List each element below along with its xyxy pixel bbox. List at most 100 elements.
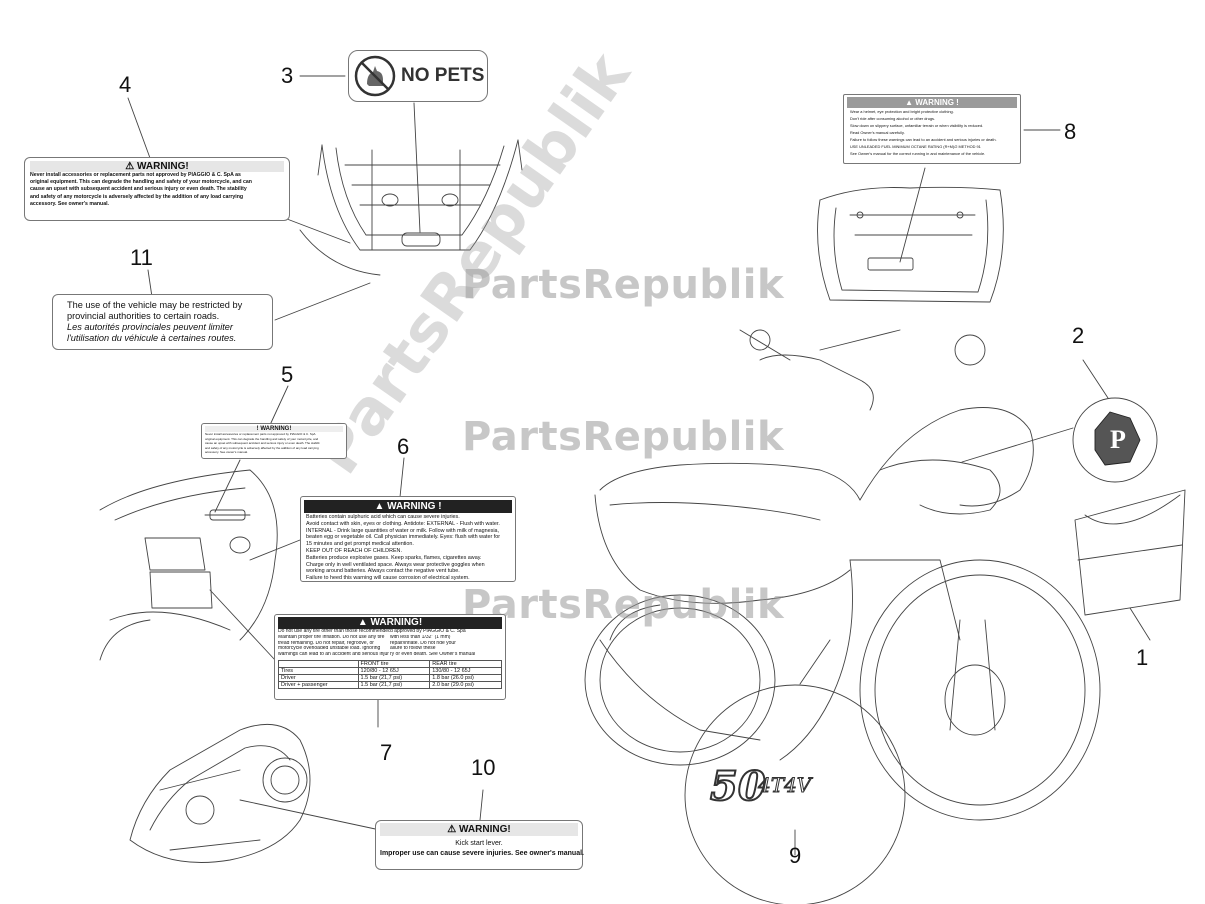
logo-badge-circle (1072, 397, 1158, 483)
tire-table-cell: 120/80 - 12 65J (357, 666, 431, 675)
scooter-body-drawing (584, 329, 1101, 821)
warning-6-line: Batteries produce explosive gases. Keep … (306, 554, 482, 561)
warning-7-left-line: Maintain proper tire inflation. Do not u… (278, 634, 385, 640)
warning-label-8: ▲ WARNING ! Wear a helmet, eye protectio… (843, 94, 1021, 164)
tire-table-cell: 1.8 bar (26.0 psi) (429, 673, 502, 682)
watermark-2: PartsRepublik (462, 414, 785, 460)
warning-4-line: Never install accessories or replacement… (30, 172, 241, 178)
warning-8-title: ▲ WARNING ! (847, 97, 1017, 108)
watermark-3: PartsRepublik (462, 582, 785, 628)
callout-9: 9 (789, 843, 802, 868)
warning-7-title: ▲ WARNING! (278, 617, 502, 629)
warning-6-line: KEEP OUT OF REACH OF CHILDREN. (306, 547, 402, 554)
warning-5-line: accessory. See owner's manual. (205, 450, 248, 455)
warning-8-line: See Owner's manual for the correct runni… (850, 151, 986, 156)
battery-warning-label-6: ▲ WARNING ! Batteries contain sulphuric … (300, 496, 516, 582)
warning-8-line: Slow down on slippery surface, unfamilia… (850, 123, 984, 128)
road-restriction-label-11: The use of the vehicle may be restricted… (52, 294, 273, 350)
table-row: Driver + passenger 1.5 bar (21,7 psi) 2.… (278, 680, 502, 689)
warning-4-line: original equipment. This can degrade the… (30, 179, 252, 186)
seat-underside-drawing (817, 186, 1004, 303)
warning-6-line: Charge only in well ventilated space. Al… (306, 561, 485, 568)
warning-4-line: and safety of any motorcycle is adversel… (30, 193, 244, 200)
road-11-line: l'utilisation du véhicule à certaines ro… (67, 333, 237, 343)
warning-10-title: ⚠ WARNING! (380, 823, 578, 836)
callout-6: 6 (397, 434, 410, 459)
watermark-1: PartsRepublik (462, 262, 785, 308)
warning-7-right-line: repair/inflate. Do not ride your (390, 640, 456, 646)
road-11-line: provincial authorities to certain roads. (67, 311, 220, 321)
no-pets-label: NO PETS (348, 50, 488, 102)
warning-4-line: cause an upset with subsequent accident … (30, 186, 247, 193)
kickstart-warning-label-10: ⚠ WARNING! Kick start lever. Improper us… (375, 820, 584, 870)
leader-lines (127, 75, 1151, 856)
callout-11: 11 (130, 245, 153, 270)
engine-cover-drawing (129, 723, 311, 863)
rear-carrier-drawing (299, 139, 523, 276)
warning-7-left-line: Do not use any tire other than those rec… (278, 629, 390, 634)
tire-pressure-table: FRONT tire REAR tire Tires 120/80 - 12 6… (278, 659, 502, 689)
warning-10-line: Improper use can cause severe injuries. … (380, 850, 584, 857)
warning-6-line: Avoid contact with skin, eyes or clothin… (306, 520, 500, 527)
warning-7-right-line: ry or even death. See Owner's manual (390, 652, 476, 658)
decal-4t4v: 4T4V (757, 773, 814, 797)
warning-8-line: Wear a helmet, eye protection and bright… (850, 109, 954, 114)
warning-8-line: Read Owner's manual carefully. (850, 130, 905, 135)
tire-table-cell: 1.5 bar (21,7 psi) (357, 680, 431, 689)
tire-table-cell: 130/80 - 12 65J (429, 666, 502, 675)
tire-warning-label-7: ▲ WARNING! Do not use any tire other tha… (274, 614, 506, 700)
tire-table-cell: Driver + passenger (278, 680, 359, 689)
warning-label-5: ! WARNING! Never install accessories or … (201, 423, 347, 459)
tire-table-cell: Driver (278, 673, 359, 682)
warning-5-line: and safety of any motorcycle is adversel… (205, 445, 319, 450)
warning-7-right-line: ailure to follow these (390, 646, 436, 652)
no-pets-icon (354, 55, 396, 97)
callout-8: 8 (1064, 119, 1077, 144)
warning-7-left-line: warnings can lead to an accident and ser… (278, 652, 389, 658)
tire-table-cell: 1.5 bar (21,7 psi) (357, 673, 431, 682)
callout-7: 7 (380, 740, 393, 765)
warning-7-left-line: motorcycle overloaded unstable load. Ign… (278, 646, 381, 652)
callout-3: 3 (281, 63, 294, 88)
warning-5-title: ! WARNING! (205, 426, 343, 432)
warning-5-line: original equipment. This can degrade the… (205, 436, 319, 441)
decal-9-graphic: 50 4T4V (709, 762, 814, 811)
warning-label-4: ⚠ WARNING! Never install accessories or … (24, 157, 290, 221)
callout-1: 1 (1136, 645, 1149, 670)
decal-circle (684, 684, 906, 904)
callout-2: 2 (1072, 323, 1085, 348)
document-pouch-drawing (1074, 489, 1186, 616)
warning-7-right-line: with less than 1/32" (1 mm) (390, 634, 451, 640)
warning-6-line: Failure to heed this warning will cause … (306, 575, 470, 582)
warning-6-line: Batteries contain sulphuric acid which c… (306, 514, 460, 520)
no-pets-text: NO PETS (401, 65, 485, 86)
road-11-line: The use of the vehicle may be restricted… (67, 300, 243, 310)
warning-4-line: accessory. See owner's manual. (30, 200, 109, 207)
tire-table-cell: 2.0 bar (29.0 psi) (429, 680, 502, 689)
warning-6-line: working around batteries. Always contact… (306, 568, 460, 575)
warning-8-line: Don't ride after consuming alcohol or ot… (850, 116, 936, 121)
tire-table-header: FRONT tire (357, 659, 431, 668)
tire-table-header: REAR tire (429, 659, 502, 668)
svg-text:P: P (1110, 425, 1126, 454)
decal-50: 50 (710, 763, 766, 810)
warning-7-left-line: tread remaining. Do not repair, regroove… (278, 640, 374, 646)
warning-8-line: USE UNLEADED FUEL MINIMUM OCTANE RATING … (850, 144, 981, 149)
tire-table-header (278, 659, 359, 668)
warning-6-line: beaten egg or vegetable oil. Call physic… (306, 534, 501, 541)
callout-10: 10 (471, 755, 496, 780)
warning-4-title: ⚠ WARNING! (30, 161, 284, 172)
warning-6-line: 15 minutes and get prompt medical attent… (306, 541, 414, 548)
warning-5-line: Never install accessories or replacement… (205, 432, 316, 436)
table-row: Driver 1.5 bar (21,7 psi) 1.8 bar (26.0 … (278, 673, 502, 682)
callout-5: 5 (281, 362, 294, 387)
warning-10-line: Kick start lever. (455, 840, 503, 847)
rear-body-drawing (99, 469, 278, 661)
callout-4: 4 (119, 72, 132, 97)
road-11-line: Les autorités provinciales peuvent limit… (67, 322, 233, 332)
warning-8-line: Failure to follow these warnings can lea… (850, 137, 997, 142)
warning-5-line: cause an upset with subsequent accident … (205, 441, 320, 446)
table-row: Tires 120/80 - 12 65J 130/80 - 12 65J (278, 666, 502, 675)
warning-6-title: ▲ WARNING ! (304, 500, 512, 513)
